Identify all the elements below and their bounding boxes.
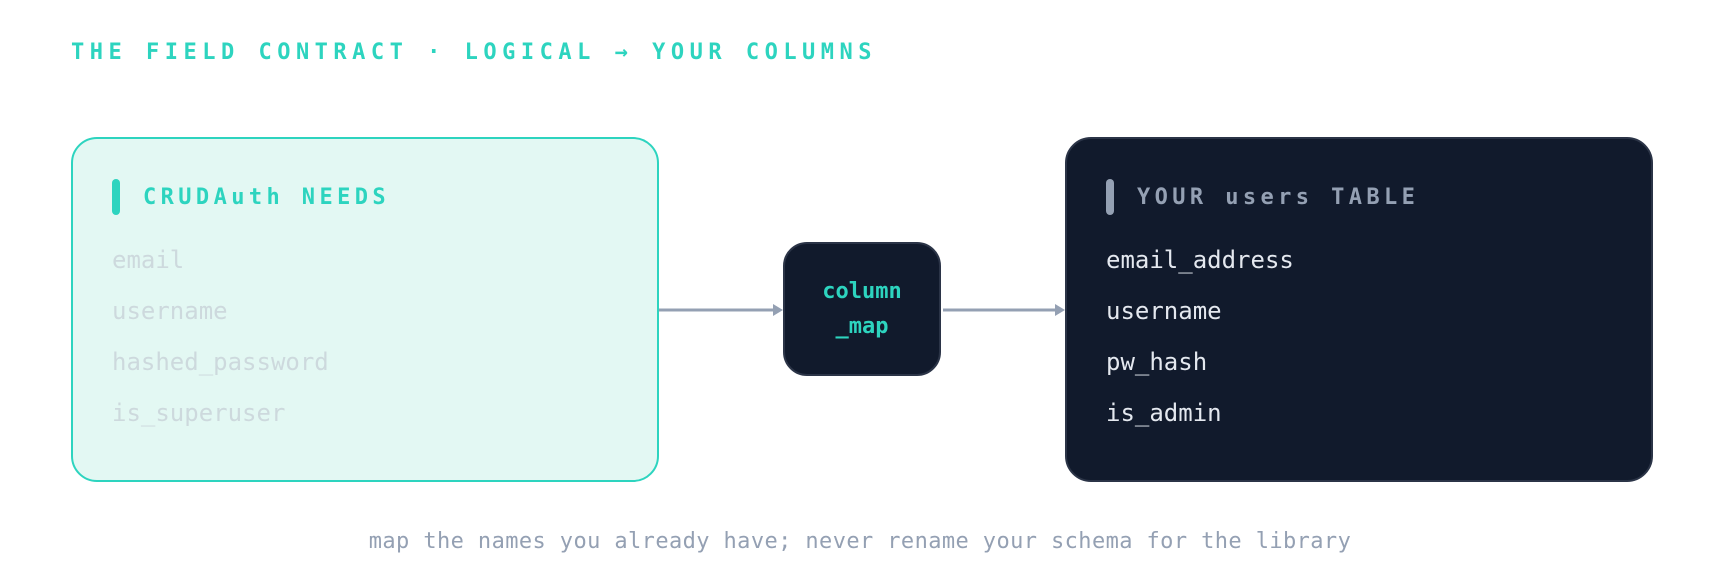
panel-title: CRUDAuth NEEDS [143,184,391,210]
diagram-title: THE FIELD CONTRACT · LOGICAL → YOUR COLU… [71,40,878,65]
column-list: email_address username pw_hash is_admin [1106,245,1651,449]
map-label-line2: _map [835,314,889,339]
table-column: pw_hash [1106,348,1208,376]
table-column: is_admin [1106,399,1222,427]
logical-field: hashed_password [112,348,329,376]
accent-bar [1106,179,1114,215]
arrow-left-to-map [659,304,783,316]
table-column: email_address [1106,246,1294,274]
logical-field: email [112,246,185,274]
column-map-node: column _map [783,242,941,376]
accent-bar [112,179,120,215]
logical-field-list: email username hashed_password is_superu… [112,245,657,449]
panel-header: YOUR users TABLE [1106,179,1651,215]
table-column: username [1106,297,1222,325]
user-table-panel: YOUR users TABLE email_address username … [1065,137,1653,482]
logical-field: is_superuser [112,399,286,427]
panel-title: YOUR users TABLE [1137,184,1420,210]
logical-fields-panel: CRUDAuth NEEDS email username hashed_pas… [71,137,659,482]
panel-header: CRUDAuth NEEDS [112,179,657,215]
diagram-caption: map the names you already have; never re… [368,529,1352,554]
map-label-line1: column [822,279,902,304]
logical-field: username [112,297,228,325]
arrow-map-to-right [943,304,1065,316]
